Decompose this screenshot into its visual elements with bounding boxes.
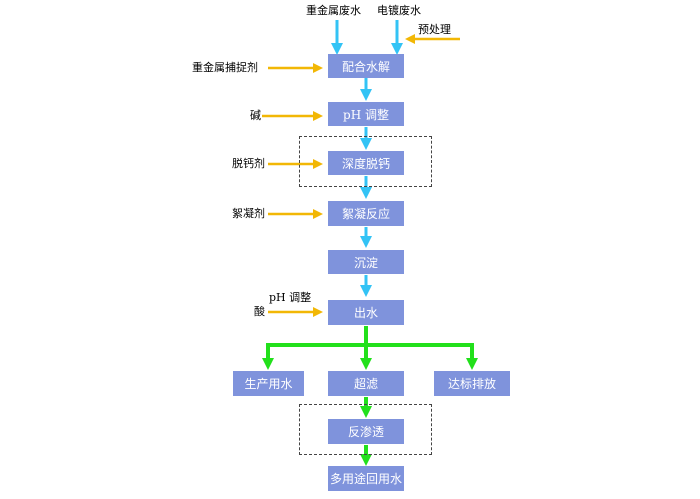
ph-adjust-box: pH 调整	[328, 102, 404, 126]
reverse-osmosis-group-frame	[299, 404, 432, 455]
complex-hydrolysis-box: 配合水解	[328, 54, 404, 78]
sedimentation-box: 沉淀	[328, 250, 404, 274]
deep-decalcification-box: 深度脱钙	[328, 151, 404, 175]
decalcification-group-frame	[299, 136, 432, 187]
discharge-box: 达标排放	[434, 371, 510, 396]
effluent-box: 出水	[328, 300, 404, 325]
flocculation-box: 絮凝反应	[328, 201, 404, 226]
alkali-label: 碱	[250, 109, 261, 122]
heavy-metal-wastewater-label: 重金属废水	[306, 4, 361, 17]
flocculant-label: 絮凝剂	[232, 207, 265, 220]
reverse-osmosis-box: 反渗透	[328, 419, 404, 444]
ultrafiltration-box: 超滤	[328, 371, 404, 396]
production-water-box: 生产用水	[233, 371, 304, 396]
plating-wastewater-label: 电镀废水	[377, 4, 421, 17]
multi-use-water-box: 多用途回用水	[328, 466, 404, 491]
decalcifier-label: 脱钙剂	[232, 157, 265, 170]
capture-agent-label: 重金属捕捉剂	[192, 61, 258, 74]
ph-adjust-reagent-label: pH 调整	[269, 291, 312, 304]
pretreatment-label: 预处理	[418, 23, 451, 36]
acid-label: 酸	[254, 305, 265, 318]
